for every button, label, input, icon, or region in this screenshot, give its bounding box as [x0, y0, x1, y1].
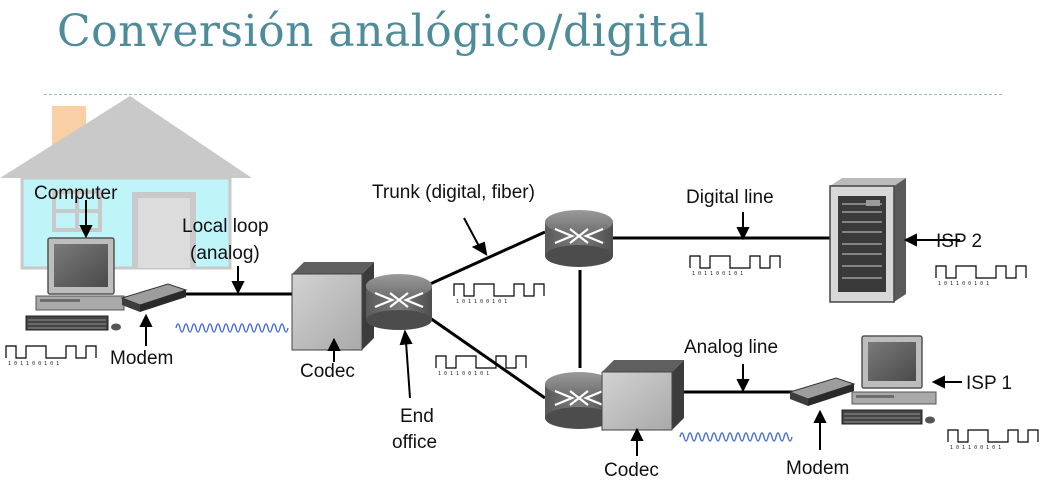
bits-isp1: 1 0 1 1 0 0 1 0 1 — [950, 445, 1001, 451]
pointer-arrows — [79, 200, 962, 456]
server-isp2-icon — [829, 178, 906, 303]
router-top-icon — [545, 210, 613, 267]
label-analog-line: Analog line — [684, 337, 778, 358]
bits-digital-line: 1 0 1 1 0 0 1 0 1 — [692, 271, 743, 277]
label-codec-left: Codec — [300, 361, 355, 382]
house — [0, 96, 252, 270]
label-modem-left: Modem — [110, 348, 173, 369]
label-isp2: ISP 2 — [936, 231, 982, 252]
modem-right-icon — [788, 377, 856, 406]
label-isp1: ISP 1 — [966, 373, 1012, 394]
analog-wave-right — [679, 432, 793, 442]
digital-signal-isp1 — [947, 429, 1039, 443]
bits-computer: 1 0 1 1 0 0 1 0 1 — [8, 361, 59, 367]
label-trunk: Trunk (digital, fiber) — [372, 182, 535, 203]
router-end-office-icon — [366, 274, 432, 330]
label-end-office-2: office — [392, 432, 437, 453]
label-codec-bottom: Codec — [604, 460, 659, 481]
page-title: Conversión analógico/digital — [57, 6, 709, 57]
bits-trunk: 1 0 1 1 0 0 1 0 1 — [456, 299, 507, 305]
bits-isp2: 1 0 1 1 0 0 1 0 1 — [938, 281, 989, 287]
digital-signal-end-office — [435, 355, 527, 369]
label-digital-line: Digital line — [686, 187, 774, 208]
bits-end-office: 1 0 1 1 0 0 1 0 1 — [438, 371, 489, 377]
digital-signal-digital-line — [689, 255, 781, 269]
modem-left-icon — [120, 283, 188, 312]
digital-signal-computer — [5, 345, 97, 359]
codec-bottom-icon — [601, 360, 684, 431]
digital-signal-isp2 — [935, 265, 1027, 279]
house-roof — [0, 96, 252, 178]
title-divider — [44, 94, 1002, 95]
connection-lines — [182, 230, 836, 400]
label-end-office-1: End — [400, 406, 434, 427]
computer-left-icon — [25, 237, 125, 331]
label-computer: Computer — [34, 183, 118, 204]
label-local-loop-analog: (analog) — [190, 243, 260, 264]
analog-wave-left — [175, 323, 289, 333]
label-local-loop: Local loop — [182, 216, 269, 237]
codec-left-icon — [291, 262, 374, 351]
label-modem-right: Modem — [786, 458, 849, 479]
computer-isp1-icon — [841, 335, 937, 425]
digital-signal-trunk — [453, 283, 545, 297]
